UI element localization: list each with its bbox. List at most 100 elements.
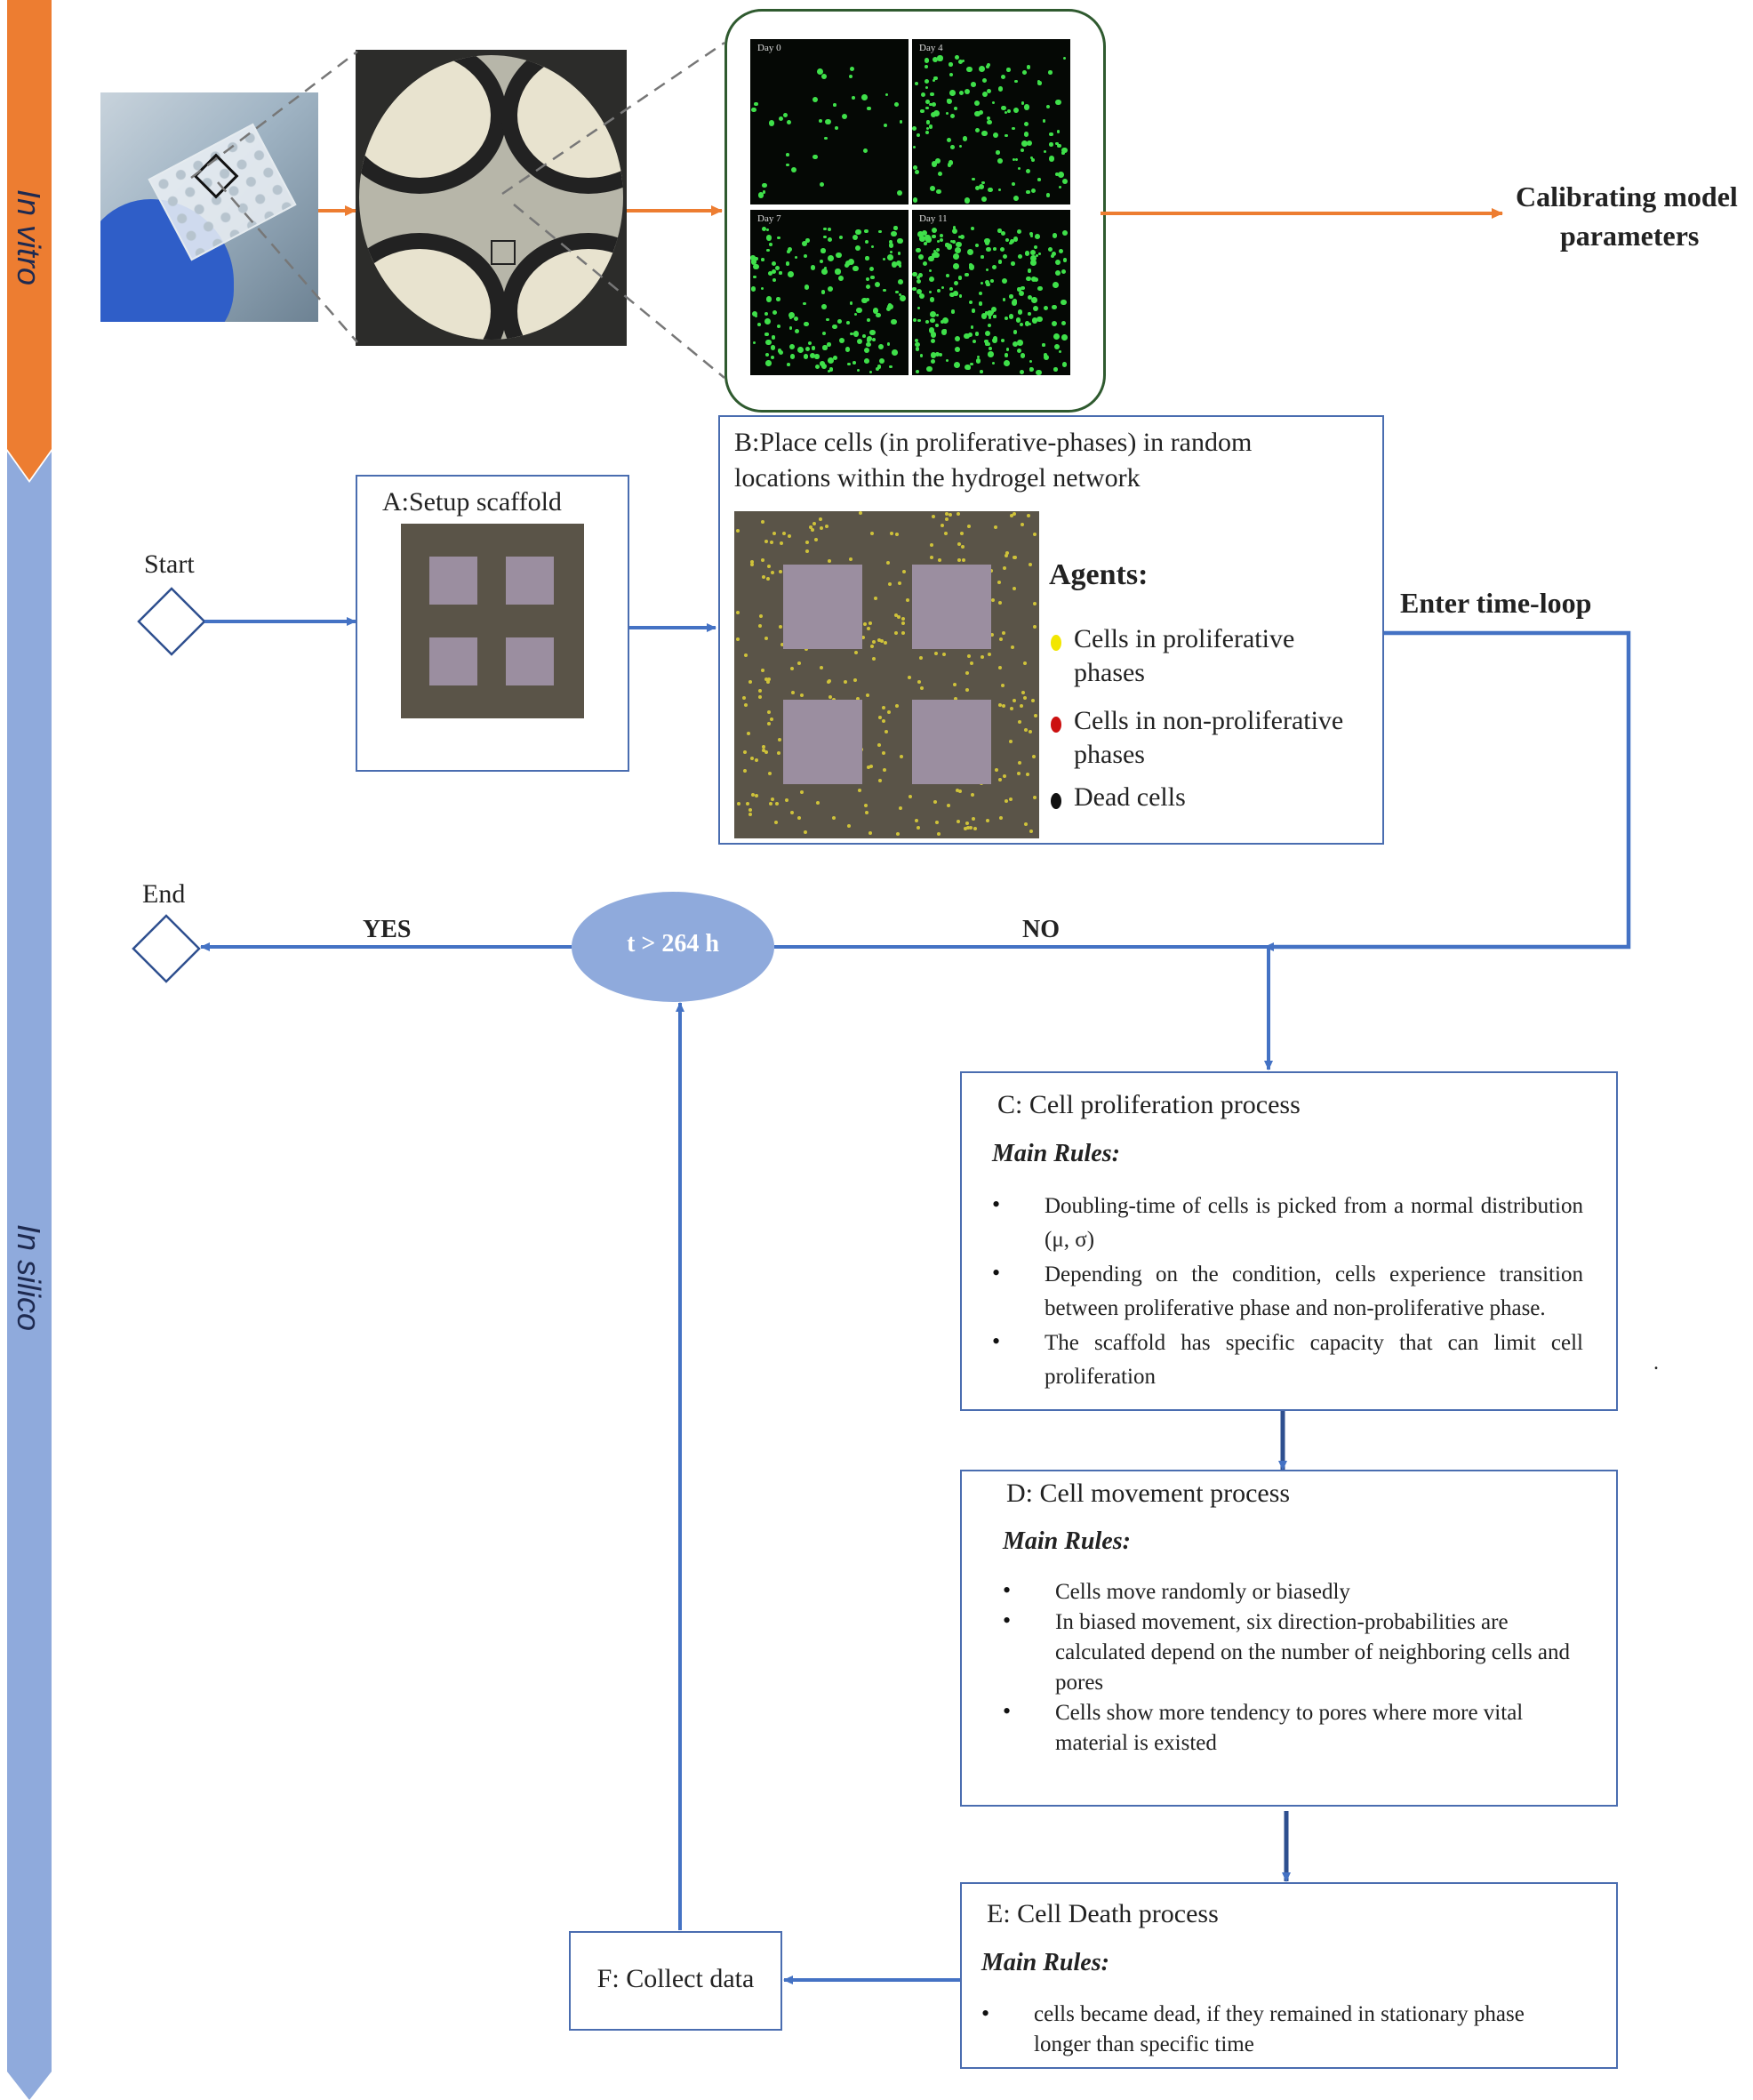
cell-dot: [955, 789, 959, 793]
cell-dot: [951, 309, 956, 314]
cell-dot: [750, 559, 755, 564]
cell-dot: [876, 365, 882, 370]
cell-dot: [972, 340, 976, 344]
cell-dot: [1028, 563, 1032, 567]
scaffold-pore: [429, 557, 477, 605]
cell-dot: [956, 819, 960, 823]
cell-dot: [919, 354, 924, 357]
cell-dot: [946, 804, 950, 808]
cell-dot: [931, 227, 937, 233]
cell-dot: [953, 106, 958, 111]
calibrating-label-line2: parameters: [1560, 220, 1700, 252]
cell-dot: [914, 341, 920, 348]
cell-dot: [1029, 232, 1034, 236]
cell-dot: [782, 112, 788, 118]
cell-dot: [868, 621, 872, 626]
cell-dot: [912, 271, 917, 277]
cell-dot: [854, 650, 859, 654]
cell-dot: [1002, 253, 1008, 259]
cell-dot: [865, 277, 869, 281]
side-bands: [7, 0, 52, 2100]
cell-dot: [929, 290, 933, 293]
cell-dot: [960, 531, 965, 535]
cell-dot: [764, 311, 769, 316]
cell-dot: [852, 678, 857, 683]
cell-dot: [1021, 140, 1028, 148]
cell-dot: [1004, 111, 1008, 115]
cell-dot: [1019, 291, 1024, 297]
start-diamond: [137, 587, 206, 656]
cell-dot: [964, 333, 971, 340]
cell-dot: [1004, 554, 1008, 558]
cell-dot: [1028, 322, 1032, 326]
cell-dot: [935, 821, 940, 825]
cell-dot: [981, 196, 988, 203]
cell-dot: [920, 92, 925, 98]
cell-dot: [1006, 68, 1011, 72]
cell-dot: [895, 831, 900, 836]
cell-dot: [863, 357, 869, 364]
cell-dot: [833, 355, 838, 360]
cell-dot: [916, 275, 920, 279]
cell-dot: [986, 282, 990, 287]
cell-dot: [861, 93, 868, 100]
cell-dot: [956, 511, 960, 516]
cell-dot: [943, 531, 948, 535]
cell-dot: [867, 339, 870, 342]
cell-dot: [869, 329, 876, 336]
cell-dot: [764, 332, 769, 337]
cell-dot: [933, 78, 936, 82]
cell-dot: [779, 271, 782, 275]
box-c-proliferation: [960, 1071, 1618, 1411]
hand-photo: [100, 92, 318, 322]
cell-dot: [1024, 822, 1029, 827]
cell-dot: [823, 266, 828, 270]
cell-dot: [925, 65, 928, 68]
cell-dot: [869, 764, 874, 768]
scaffold-pore: [912, 700, 991, 784]
cell-dot: [787, 119, 792, 124]
cell-dot: [852, 234, 859, 241]
cell-dot: [896, 614, 901, 619]
cell-dot: [1049, 142, 1053, 147]
cell-dot: [1012, 698, 1016, 702]
panel-day-label: Day 11: [919, 213, 948, 224]
cell-dot: [925, 85, 929, 90]
cell-dot: [748, 680, 752, 685]
cell-dot: [848, 75, 852, 79]
cell-dot: [1030, 698, 1035, 702]
cell-dot: [749, 563, 754, 567]
cell-dot: [1023, 661, 1028, 666]
cell-dot: [771, 335, 776, 340]
cell-dot: [1009, 294, 1013, 299]
cell-dot: [804, 321, 809, 327]
cell-dot: [764, 540, 769, 544]
cell-dot: [803, 354, 809, 360]
cell-dot: [930, 186, 936, 192]
cell-dot: [864, 229, 868, 234]
cell-dot: [816, 800, 820, 805]
cell-dot: [1019, 323, 1023, 327]
cell-dot: [909, 795, 913, 798]
cell-dot: [837, 275, 844, 282]
cell-dot: [855, 696, 860, 701]
cell-dot: [912, 145, 917, 148]
cell-dot: [917, 253, 924, 260]
cell-dot: [873, 596, 877, 600]
cell-dot: [958, 294, 963, 299]
box-e-death: [960, 1882, 1618, 2069]
cell-dot: [1005, 238, 1009, 243]
box-c-rule-2: Depending on the condition, cells experi…: [1045, 1262, 1583, 1320]
cell-dot: [969, 661, 973, 666]
cell-dot: [929, 555, 933, 559]
cell-dot: [930, 92, 935, 97]
cell-dot: [931, 359, 936, 365]
cell-dot: [760, 286, 764, 291]
cell-dot: [1030, 255, 1037, 262]
cell-dot: [1052, 281, 1059, 288]
cell-dot: [1037, 252, 1042, 256]
cell-dot: [976, 355, 980, 358]
cell-dot: [820, 259, 823, 263]
cell-dot: [1058, 185, 1062, 189]
cell-dot: [899, 264, 902, 268]
